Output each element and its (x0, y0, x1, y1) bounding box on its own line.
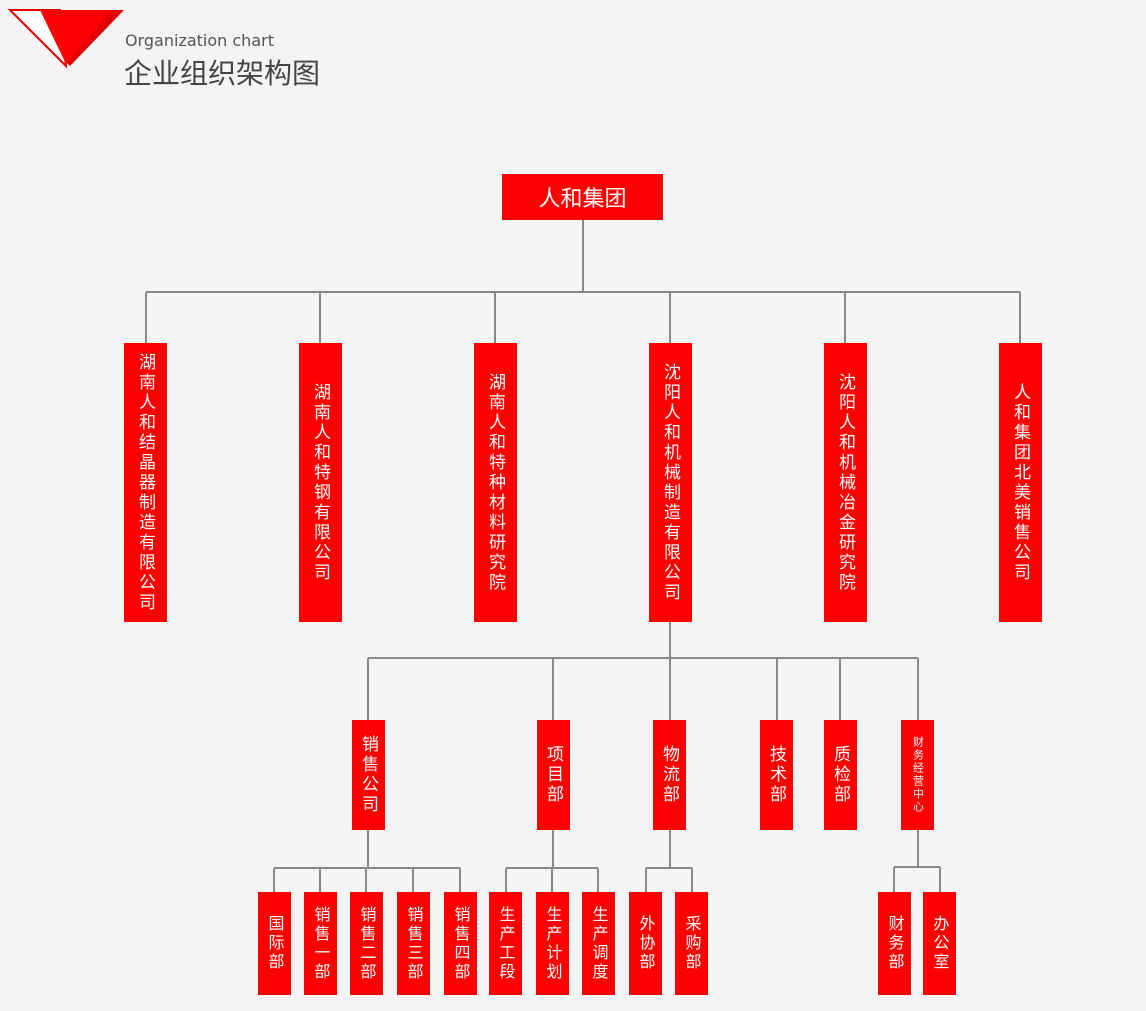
org-node-level2[interactable]: 技术部 (760, 720, 793, 830)
org-node-level3[interactable]: 销售二部 (350, 892, 383, 995)
org-node-level3[interactable]: 销售三部 (397, 892, 430, 995)
org-node-level2[interactable]: 物流部 (653, 720, 686, 830)
node-label: 沈阳人和机械制造有限公司 (660, 362, 680, 603)
org-node-level3[interactable]: 销售一部 (304, 892, 337, 995)
node-label: 采购部 (682, 915, 702, 972)
node-label: 项目部 (543, 745, 563, 805)
node-label: 生产工段 (496, 905, 516, 982)
org-node-level1[interactable]: 湖南人和特种材料研究院 (474, 343, 517, 622)
page-title: 企业组织架构图 (124, 57, 321, 90)
org-node-root[interactable]: 人和集团 (502, 174, 663, 220)
org-node-level1[interactable]: 沈阳人和机械制造有限公司 (649, 343, 692, 622)
org-node-level3[interactable]: 生产工段 (489, 892, 522, 995)
org-node-level3[interactable]: 生产计划 (536, 892, 569, 995)
node-label: 销售一部 (311, 905, 331, 982)
org-node-level3[interactable]: 财务部 (878, 892, 911, 995)
org-node-level2[interactable]: 销售公司 (352, 720, 385, 830)
node-label: 财务部 (885, 915, 905, 972)
node-label: 技术部 (766, 745, 786, 805)
node-label: 财务经营中心 (911, 736, 925, 814)
org-node-level3[interactable]: 采购部 (675, 892, 708, 995)
org-node-level2[interactable]: 项目部 (537, 720, 570, 830)
node-label: 销售三部 (404, 905, 424, 982)
node-label: 国际部 (265, 915, 285, 972)
node-label: 办公室 (930, 915, 950, 972)
subtitle: Organization chart (125, 31, 274, 50)
org-node-level3[interactable]: 外协部 (629, 892, 662, 995)
org-node-level1[interactable]: 湖南人和结晶器制造有限公司 (124, 343, 167, 622)
node-label: 湖南人和特种材料研究院 (485, 372, 505, 593)
node-label: 湖南人和特钢有限公司 (310, 382, 330, 583)
org-node-level1[interactable]: 人和集团北美销售公司 (999, 343, 1042, 622)
org-node-level3[interactable]: 生产调度 (582, 892, 615, 995)
org-node-level3[interactable]: 国际部 (258, 892, 291, 995)
org-node-level1[interactable]: 湖南人和特钢有限公司 (299, 343, 342, 622)
org-node-level2[interactable]: 财务经营中心 (901, 720, 934, 830)
org-node-level3[interactable]: 办公室 (923, 892, 956, 995)
node-label: 销售四部 (451, 905, 471, 982)
node-label: 物流部 (659, 745, 679, 805)
node-label: 人和集团 (538, 187, 627, 212)
node-label: 湖南人和结晶器制造有限公司 (135, 352, 155, 613)
node-label: 生产调度 (589, 905, 609, 982)
org-node-level1[interactable]: 沈阳人和机械冶金研究院 (824, 343, 867, 622)
org-node-level2[interactable]: 质检部 (824, 720, 857, 830)
node-label: 质检部 (830, 745, 850, 805)
node-label: 沈阳人和机械冶金研究院 (835, 372, 855, 593)
node-label: 销售公司 (358, 735, 378, 815)
node-label: 外协部 (636, 915, 656, 972)
node-label: 生产计划 (543, 905, 563, 982)
org-node-level3[interactable]: 销售四部 (444, 892, 477, 995)
node-label: 人和集团北美销售公司 (1010, 382, 1030, 583)
node-label: 销售二部 (357, 905, 377, 982)
